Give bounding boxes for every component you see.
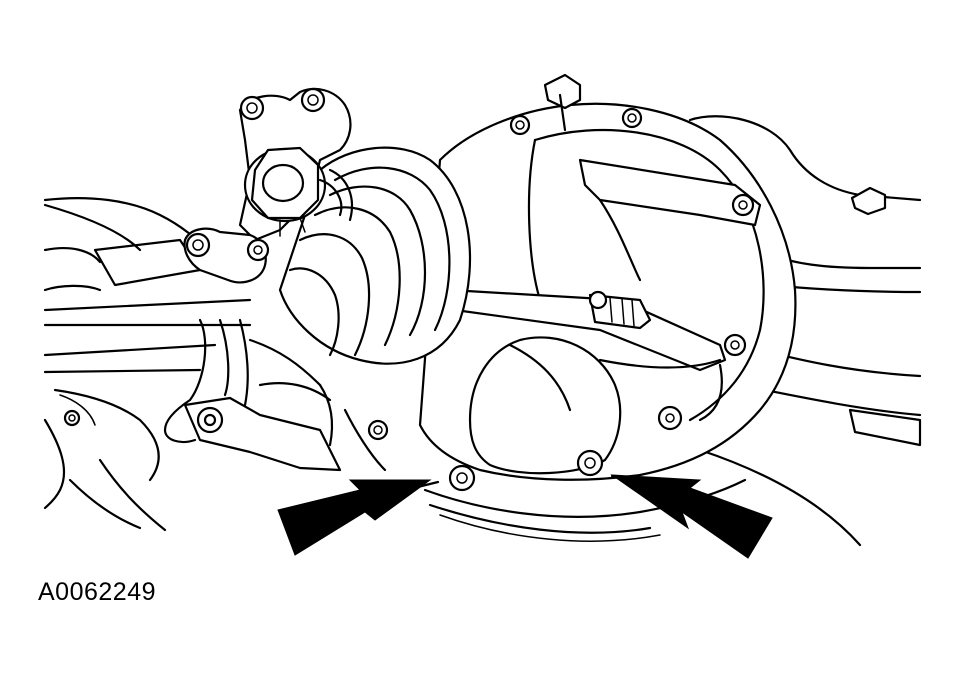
figure-id-label: A0062249: [38, 578, 157, 606]
brake-bracket: [163, 318, 389, 472]
housing-bolts: [448, 73, 755, 492]
differential-housing: [418, 102, 797, 542]
callout-arrow-right: [610, 474, 773, 559]
pinion-housing-bellows: [278, 146, 472, 365]
left-axle-tube: [43, 197, 252, 532]
pinion-yoke: [183, 87, 354, 284]
callout-arrow-left: [277, 479, 440, 556]
lower-right-cover-bolt: [576, 449, 604, 477]
lower-left-cover-bolt: [448, 464, 476, 492]
